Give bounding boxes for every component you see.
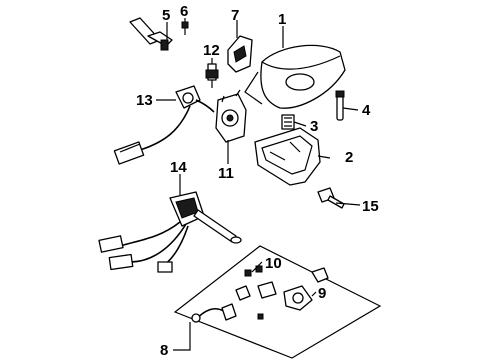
callout-7: 7: [231, 7, 239, 24]
part-15-key: [317, 187, 345, 209]
callout-12: 12: [203, 42, 220, 59]
callout-13: 13: [136, 92, 153, 109]
part-7-cover: [227, 35, 253, 73]
callout-6: 6: [180, 3, 188, 20]
callout-4: 4: [362, 102, 371, 119]
callout-11: 11: [218, 165, 234, 182]
part-11-lock-housing: [215, 89, 247, 143]
callout-1: 1: [278, 11, 286, 28]
part-3-bracket: [281, 114, 295, 130]
part-2-lower-housing: [254, 127, 321, 186]
callout-14: 14: [170, 159, 187, 176]
part-12-sensor: [205, 63, 219, 88]
callout-8: 8: [160, 342, 168, 359]
detail-panel: [173, 245, 382, 359]
callout-labels: 1 2 3 4 5 6 7 8 9 10 11 12 13 14 15: [136, 3, 379, 359]
callout-15: 15: [362, 198, 379, 215]
part-5-lever: [129, 17, 173, 51]
callout-9: 9: [318, 285, 326, 302]
callout-5: 5: [162, 7, 170, 24]
part-14-multifunction-switch: [98, 191, 242, 273]
part-1-upper-cover: [244, 44, 346, 109]
part-4-pin: [335, 90, 345, 121]
part-6-screw: [181, 21, 189, 35]
part-13-switch-harness: [113, 85, 215, 165]
callout-10: 10: [265, 255, 282, 272]
callout-2: 2: [345, 149, 353, 166]
callout-3: 3: [310, 118, 318, 135]
leader-lines: [156, 18, 361, 351]
